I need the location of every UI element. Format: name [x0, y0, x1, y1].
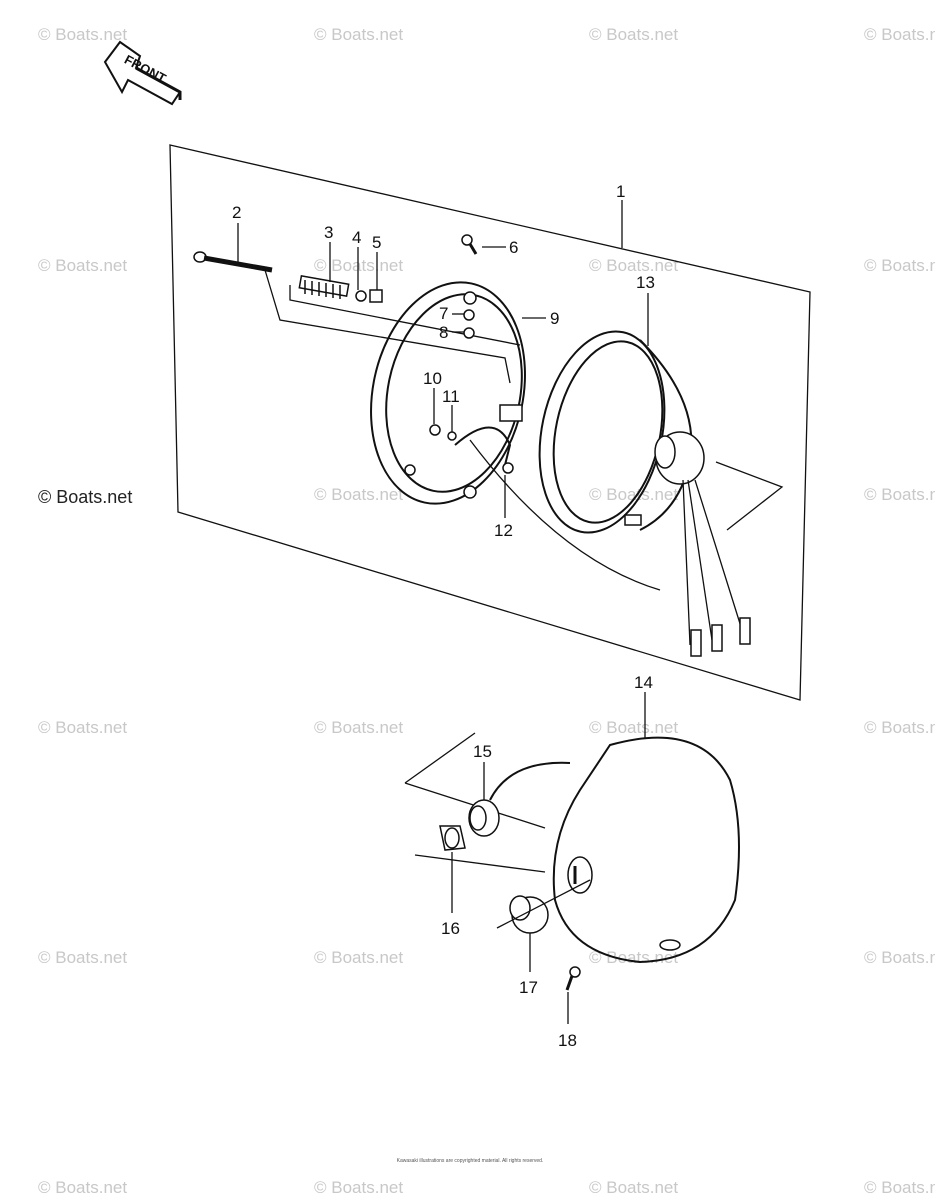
- bolt-part-2: [193, 251, 511, 384]
- copyright-footer: Kawasaki illustrations are copyrighted m…: [396, 1158, 544, 1164]
- callout-16: 16: [441, 919, 460, 938]
- callout-6: 6: [509, 238, 518, 257]
- watermark: © Boats.net: [589, 718, 679, 737]
- callout-11: 11: [442, 387, 460, 406]
- watermark: © Boats.net: [864, 948, 935, 967]
- cap-part-17: [509, 895, 549, 934]
- watermark: © Boats.net: [38, 718, 128, 737]
- callout-14: 14: [634, 673, 653, 692]
- watermark: © Boats.net: [864, 1178, 935, 1197]
- callout-10: 10: [423, 369, 442, 388]
- watermark: © Boats.net: [38, 948, 128, 967]
- assembly-lower-line: [414, 854, 546, 873]
- watermark: © Boats.net: [38, 25, 128, 44]
- watermark: © Boats.net: [589, 25, 679, 44]
- front-arrow-icon: FRONT: [103, 40, 182, 106]
- rim-ring-part-9: [370, 281, 526, 505]
- watermark: © Boats.net: [38, 1178, 128, 1197]
- watermark: © Boats.net: [314, 718, 404, 737]
- callout-13: 13: [636, 273, 655, 292]
- assembly-frame: [169, 144, 811, 701]
- screw-part-6: [461, 234, 478, 255]
- nut-part-5: [369, 289, 383, 303]
- grommet-part-16: [439, 825, 466, 851]
- watermark: © Boats.net: [314, 948, 404, 967]
- callout-17: 17: [519, 978, 538, 997]
- watermark: © Boats.net: [864, 718, 935, 737]
- watermark: © Boats.net: [864, 256, 935, 275]
- washer-part-11: [447, 431, 457, 441]
- watermark: © Boats.net: [314, 485, 404, 504]
- callout-3: 3: [324, 223, 333, 242]
- callout-2: 2: [232, 203, 241, 222]
- headlight-unit-part-13: [538, 330, 784, 657]
- headlight-housing-part-14: [552, 736, 740, 964]
- watermark: © Boats.net: [864, 25, 935, 44]
- callout-18: 18: [558, 1031, 577, 1050]
- watermark: © Boats.net: [589, 948, 679, 967]
- watermark: © Boats.net: [314, 25, 404, 44]
- assembly-lower-line: [404, 732, 476, 784]
- spring-part-3: [298, 275, 350, 299]
- watermark: © Boats.net: [314, 1178, 404, 1197]
- callout-12: 12: [494, 521, 513, 540]
- callout-5: 5: [372, 233, 381, 252]
- socket-part-15: [468, 761, 571, 837]
- washer-part-7: [463, 309, 475, 321]
- watermark: © Boats.net: [38, 256, 128, 275]
- callout-7: 7: [439, 304, 448, 323]
- watermark: © Boats.net: [589, 485, 679, 504]
- washer-part-8: [463, 327, 475, 339]
- callout-9: 9: [550, 309, 559, 328]
- watermark: © Boats.net: [589, 256, 679, 275]
- watermark: © Boats.net: [589, 1178, 679, 1197]
- callout-15: 15: [473, 742, 492, 761]
- screw-part-18: [565, 966, 581, 991]
- nut-part-10: [429, 424, 441, 436]
- washer-part-4: [355, 290, 367, 302]
- callout-4: 4: [352, 228, 361, 247]
- watermark-dark: © Boats.net: [38, 487, 133, 507]
- callout-1: 1: [616, 182, 625, 201]
- watermark: © Boats.net: [864, 485, 935, 504]
- bracket-part-12: [454, 426, 514, 474]
- callout-8: 8: [439, 323, 448, 342]
